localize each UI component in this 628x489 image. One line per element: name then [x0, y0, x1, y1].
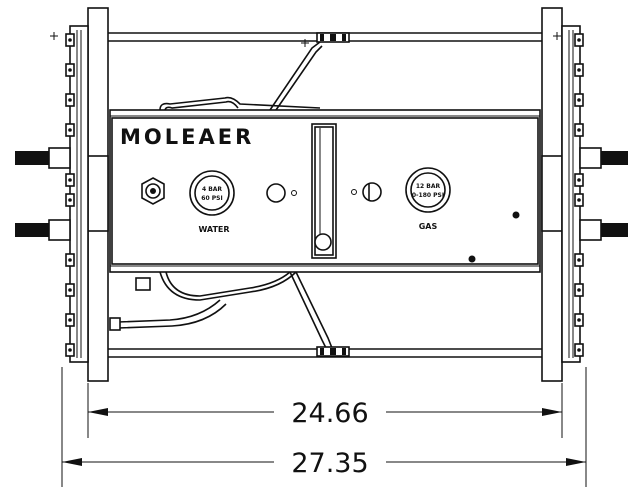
valve-right: [362, 182, 382, 202]
water-gauge: 4 BAR 60 PSI WATER: [189, 170, 235, 234]
right-clamp-bolt: [577, 288, 581, 292]
left-clamp-bolt: [68, 288, 72, 292]
left-clamp-bolt: [68, 128, 72, 132]
water-gauge-line2: 60 PSI: [201, 195, 222, 202]
right-clamp-bolt: [577, 38, 581, 42]
hex-inlet-fitting: [141, 177, 165, 205]
mount-hole-lower: [468, 255, 476, 263]
left-end-plate: [69, 7, 109, 382]
left-clamp-hardware: [65, 33, 75, 357]
dimension-inner-width: 24.66: [87, 383, 563, 438]
left-clamp-bolt: [68, 68, 72, 72]
left-stud-upper: [15, 147, 71, 169]
dimension-outer-width-label: 27.35: [291, 448, 368, 479]
bottom-tubing: [109, 271, 350, 357]
mount-hole-upper: [512, 211, 520, 219]
left-clamp-bolt: [68, 348, 72, 352]
right-clamp-bolt: [577, 128, 581, 132]
left-clamp-bolt: [68, 318, 72, 322]
port-left: [266, 183, 286, 203]
right-clamp-bolt: [577, 318, 581, 322]
gas-gauge-line1: 12 BAR: [416, 183, 441, 190]
logo-text: MOLEAER: [120, 125, 254, 149]
gas-gauge: 12 BAR 0-180 PSI GAS: [405, 167, 451, 231]
port-right-dot: [351, 189, 357, 195]
left-clamp-bolt: [68, 258, 72, 262]
right-clamp-bolt: [577, 68, 581, 72]
gas-gauge-line2: 0-180 PSI: [412, 192, 444, 199]
flow-tube: [311, 123, 337, 259]
right-clamp-bolt: [577, 348, 581, 352]
right-clamp-hardware: [574, 33, 584, 357]
left-clamp-bolt: [68, 38, 72, 42]
left-clamp-bolt: [68, 98, 72, 102]
crosshair-markers: [50, 32, 561, 47]
port-left-dot: [291, 190, 297, 196]
right-stud-upper: [579, 147, 628, 169]
dimension-outer-width: 27.35: [61, 367, 587, 487]
dimension-inner-width-label: 24.66: [291, 398, 368, 429]
left-stud-lower: [15, 219, 71, 241]
top-tubing: [159, 32, 350, 111]
left-clamp-bolt: [68, 198, 72, 202]
water-gauge-label: WATER: [198, 225, 229, 234]
gas-gauge-label: GAS: [419, 222, 438, 231]
housing: [109, 109, 541, 273]
right-clamp-bolt: [577, 258, 581, 262]
right-stud-lower: [579, 219, 628, 241]
right-end-plate: [541, 7, 581, 382]
left-clamp-bolt: [68, 178, 72, 182]
right-clamp-bolt: [577, 178, 581, 182]
right-clamp-bolt: [577, 198, 581, 202]
water-gauge-line1: 4 BAR: [202, 186, 222, 193]
right-clamp-bolt: [577, 98, 581, 102]
front-panel: [111, 117, 539, 265]
